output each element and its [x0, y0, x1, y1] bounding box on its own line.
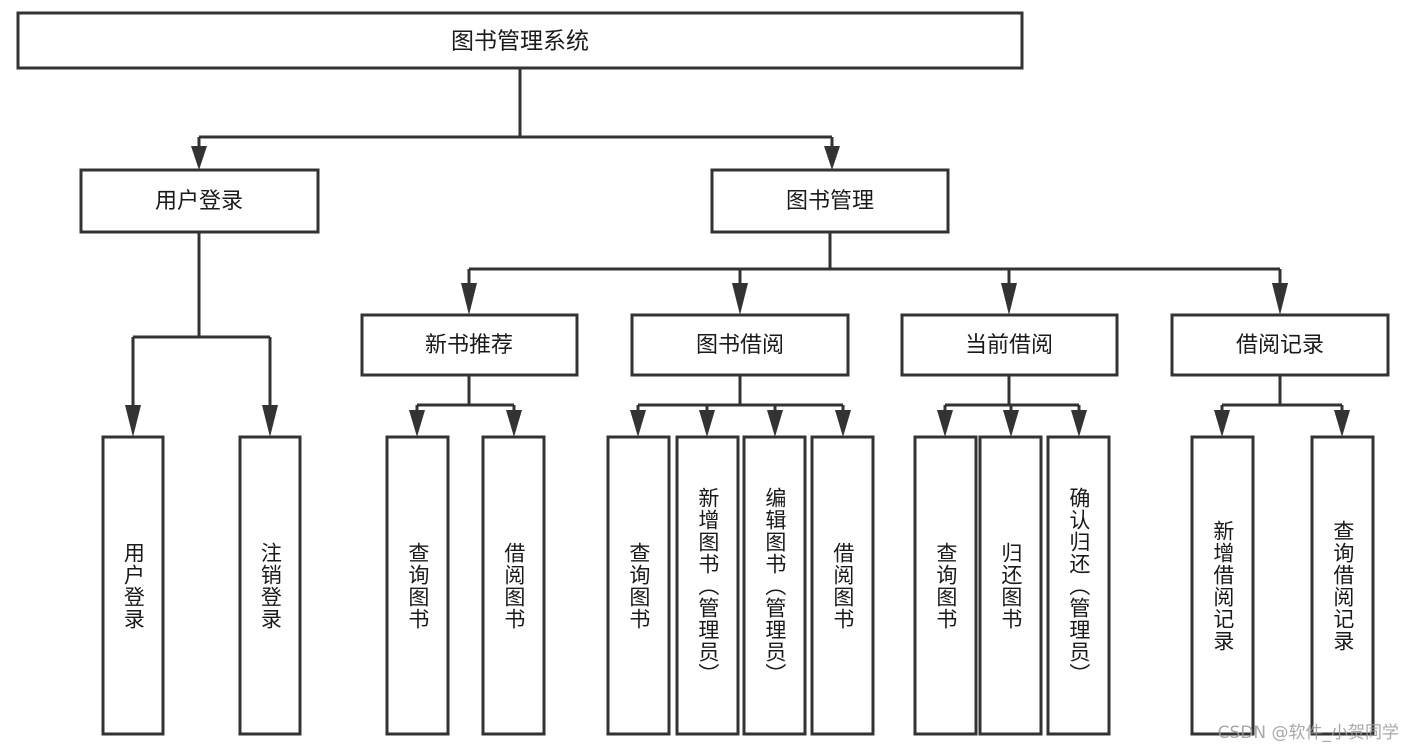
arrow-head-leaf-return-book	[1003, 410, 1019, 437]
node-new-book-recommend-label: 新书推荐	[425, 333, 513, 358]
arrow-head-user-login	[191, 146, 207, 170]
node-layer: 图书管理系统 用户登录 图书管理 新书推荐 图书借阅 当前借阅 借阅记录	[16, 11, 1390, 736]
arrow-head-leaf-borrow-book-1	[506, 410, 522, 437]
node-book-manage-label: 图书管理	[786, 189, 874, 214]
node-leaf-query-record-box[interactable]	[1310, 435, 1375, 736]
arrow-head-leaf-borrow-book-2	[835, 410, 851, 437]
node-book-borrow-box[interactable]	[630, 313, 850, 377]
node-leaf-query-book-1-box[interactable]	[385, 435, 450, 736]
arrow-head-new-book-recommend	[461, 283, 477, 315]
node-leaf-edit-book-box[interactable]	[742, 435, 807, 736]
arrow-head-current-borrow	[1001, 283, 1017, 315]
node-current-borrow-box[interactable]	[900, 313, 1119, 377]
arrow-head-leaf-query-book-2	[630, 410, 646, 437]
arrow-head-book-manage	[824, 146, 840, 170]
node-leaf-user-logout-box[interactable]	[238, 435, 302, 736]
connector-layer	[125, 68, 1350, 437]
node-book-manage-box[interactable]	[710, 168, 950, 234]
node-new-book-recommend-box[interactable]	[360, 313, 579, 377]
node-current-borrow-label: 当前借阅	[965, 333, 1053, 358]
node-leaf-query-book-2-box[interactable]	[606, 435, 671, 736]
node-leaf-confirm-return-box[interactable]	[1046, 435, 1111, 736]
node-leaf-add-book-box[interactable]	[675, 435, 740, 736]
node-user-login-label: 用户登录	[155, 189, 243, 214]
node-book-borrow-label: 图书借阅	[696, 333, 784, 358]
node-leaf-return-book-box[interactable]	[978, 435, 1043, 736]
node-leaf-query-book-3-box[interactable]	[913, 435, 978, 736]
arrow-head-leaf-user-login	[125, 405, 141, 437]
arrow-head-leaf-add-record	[1214, 410, 1230, 437]
arrow-head-leaf-add-book	[699, 410, 715, 437]
node-leaf-borrow-book-1-box[interactable]	[481, 435, 546, 736]
node-borrow-record-label: 借阅记录	[1236, 333, 1324, 358]
arrow-head-leaf-query-book-1	[409, 410, 425, 437]
arrow-head-leaf-edit-book	[767, 410, 783, 437]
arrow-head-leaf-query-book-3	[937, 410, 953, 437]
arrow-head-borrow-record	[1272, 283, 1288, 315]
node-leaf-user-login-box[interactable]	[101, 435, 165, 736]
node-user-login-box[interactable]	[79, 168, 320, 234]
csdn-watermark: CSDN @软件_小贺同学	[1217, 723, 1399, 743]
arrow-head-leaf-confirm-return	[1071, 410, 1087, 437]
arrow-head-leaf-query-record	[1334, 410, 1350, 437]
node-borrow-record-box[interactable]	[1170, 313, 1390, 377]
node-root-label: 图书管理系统	[451, 29, 589, 55]
arrow-head-leaf-user-logout	[262, 405, 278, 437]
node-root-box[interactable]	[16, 11, 1024, 70]
arrow-head-book-borrow	[732, 283, 748, 315]
node-leaf-add-record-box[interactable]	[1190, 435, 1255, 736]
node-leaf-borrow-book-2-box[interactable]	[810, 435, 875, 736]
